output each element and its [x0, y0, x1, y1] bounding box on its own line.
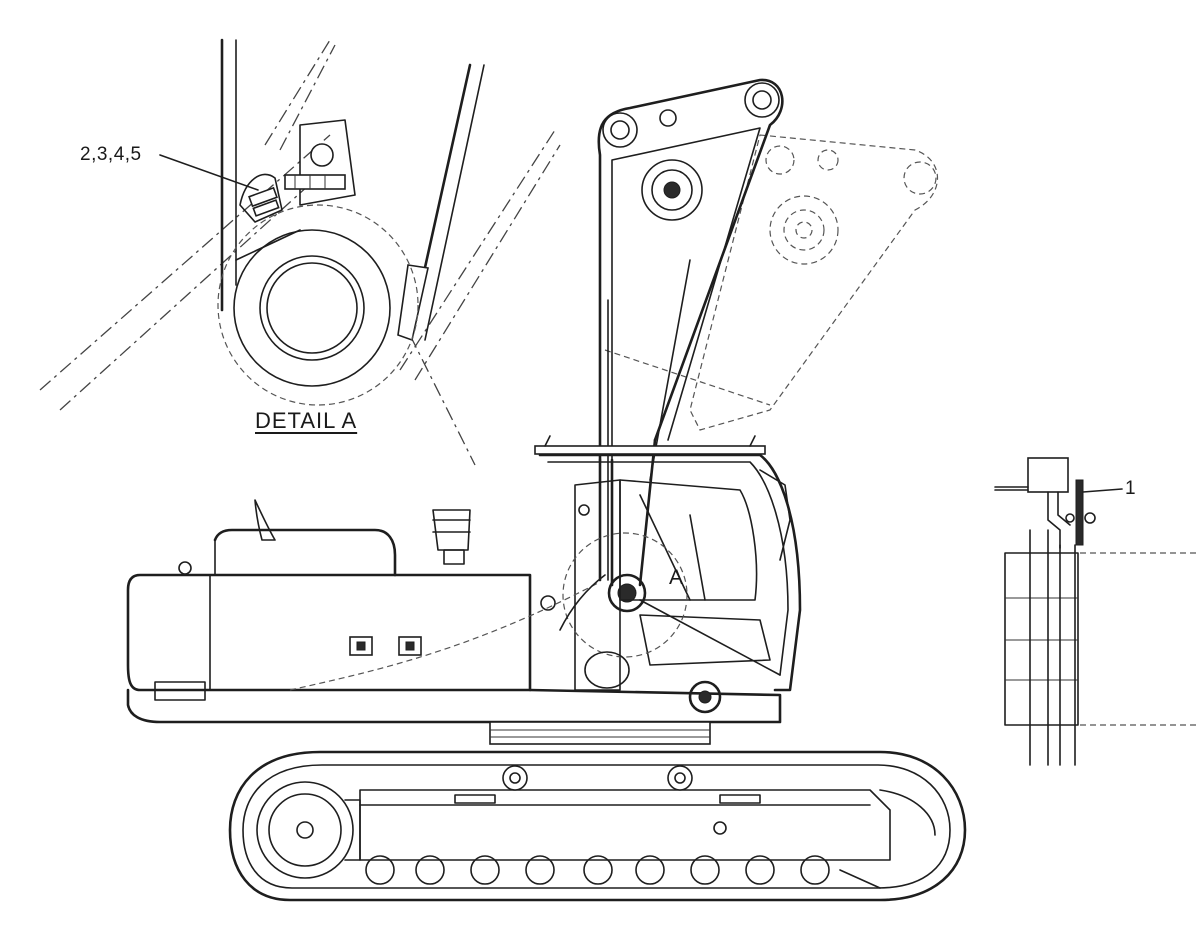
callout-parts-2-3-4-5: 2,3,4,5 [80, 144, 142, 165]
detail-reference-label: A [669, 566, 684, 589]
upper-structure [126, 435, 802, 724]
leader-part-one [1082, 488, 1123, 493]
boom [597, 78, 938, 613]
leader-detail-parts [159, 154, 259, 191]
side-detail-view [994, 457, 1200, 766]
track-rollers [365, 855, 830, 885]
detail-a-title: DETAIL A [255, 408, 358, 433]
callout-part-1: 1 [1125, 478, 1137, 499]
detail-a-view [39, 38, 561, 466]
undercarriage [228, 721, 967, 902]
